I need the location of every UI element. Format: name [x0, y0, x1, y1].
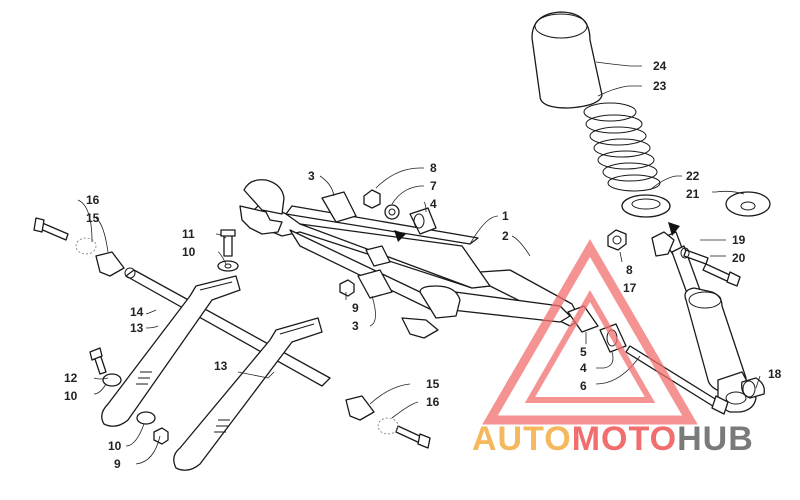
watermark-inner-triangle-icon: [524, 289, 656, 403]
callout-3-lower: 3: [352, 319, 359, 333]
washer-10-upper-part: [217, 260, 239, 272]
coil-spring-part: [583, 102, 661, 192]
callout-10-middle: 10: [64, 389, 78, 403]
callout-13-left: 13: [130, 321, 144, 335]
callout-20: 20: [732, 251, 746, 265]
callout-labels: 24 23 22 21 3 8 7 4 1 2 16 15 11 10 9 3 …: [64, 59, 782, 471]
strap-13-right-part: [173, 317, 323, 471]
spring-seat-part: [621, 194, 671, 218]
callout-1: 1: [502, 209, 509, 223]
leader-lines: [77, 61, 761, 465]
nut-8-upper-part: [363, 189, 381, 209]
callout-21: 21: [686, 187, 700, 201]
callout-11: 11: [182, 227, 195, 241]
strap-13-left-part: [101, 275, 241, 427]
callout-5: 5: [580, 345, 587, 359]
callout-4-upper: 4: [430, 197, 437, 211]
callout-2: 2: [502, 229, 509, 243]
nut-9-lower-part: [153, 427, 169, 445]
long-bolt-6-part: [625, 345, 729, 415]
callout-8-right: 8: [626, 263, 633, 277]
arrow-indicator-left: [394, 230, 406, 242]
nut-9-center-part: [339, 279, 355, 297]
bump-stop-part: [531, 11, 603, 109]
bolt-20-part: [702, 263, 741, 287]
bolt-16-left-part: [33, 217, 97, 255]
bushing-3-lower-part: [357, 245, 393, 299]
bushing-part: [741, 377, 765, 399]
arrow-indicator-right: [668, 222, 680, 236]
callout-22: 22: [686, 169, 700, 183]
callout-9-lower: 9: [114, 457, 121, 471]
callout-3-upper: 3: [308, 169, 315, 183]
callout-12: 12: [64, 371, 78, 385]
watermark-part-hub: HUB: [677, 420, 754, 458]
watermark-triangle-icon: [482, 239, 698, 425]
shock-absorber-part: [661, 231, 757, 413]
washer-10-lower-part: [136, 411, 156, 425]
callout-9-center: 9: [352, 301, 359, 315]
bushing-3-upper-part: [321, 191, 357, 223]
callout-17: 17: [623, 281, 637, 295]
callout-8-upper: 8: [430, 161, 437, 175]
front-arm-part: [289, 229, 571, 339]
bolt-11-part: [220, 229, 236, 257]
callout-6: 6: [580, 379, 587, 393]
star-washer-7-part: [384, 204, 400, 220]
callout-15-right: 15: [426, 377, 440, 391]
bushing-4-upper-part: [409, 207, 437, 235]
callout-14: 14: [130, 305, 144, 319]
bolt-16-right-part: [377, 417, 431, 449]
end-cap-15-left-part: [95, 251, 125, 277]
watermark-logo: AUTOMOTOHUB: [472, 239, 754, 458]
callout-16-left: 16: [86, 193, 100, 207]
callout-16-right: 16: [426, 395, 440, 409]
callout-10-lower: 10: [108, 439, 122, 453]
washer-10-middle-part: [102, 373, 122, 387]
bolt-12-part: [89, 347, 107, 375]
callout-19: 19: [732, 233, 746, 247]
nut-8-right-part: [607, 229, 627, 251]
callout-10-upper: 10: [182, 245, 196, 259]
callout-7: 7: [430, 179, 437, 193]
upper-eye-part: [651, 231, 675, 257]
spacer-5-part: [567, 305, 599, 333]
callout-23: 23: [653, 79, 667, 93]
watermark-part-auto: AUTO: [472, 420, 572, 458]
spring-retainer-part: [725, 191, 771, 217]
end-cap-15-right-part: [345, 395, 375, 421]
callout-15-left: 15: [86, 211, 100, 225]
watermark-text: AUTOMOTOHUB: [472, 420, 754, 458]
watermark-part-moto: MOTO: [572, 420, 677, 458]
callout-24: 24: [653, 59, 667, 73]
callout-13-right: 13: [214, 359, 228, 373]
callout-4-lower: 4: [580, 361, 587, 375]
callout-18: 18: [768, 367, 782, 381]
